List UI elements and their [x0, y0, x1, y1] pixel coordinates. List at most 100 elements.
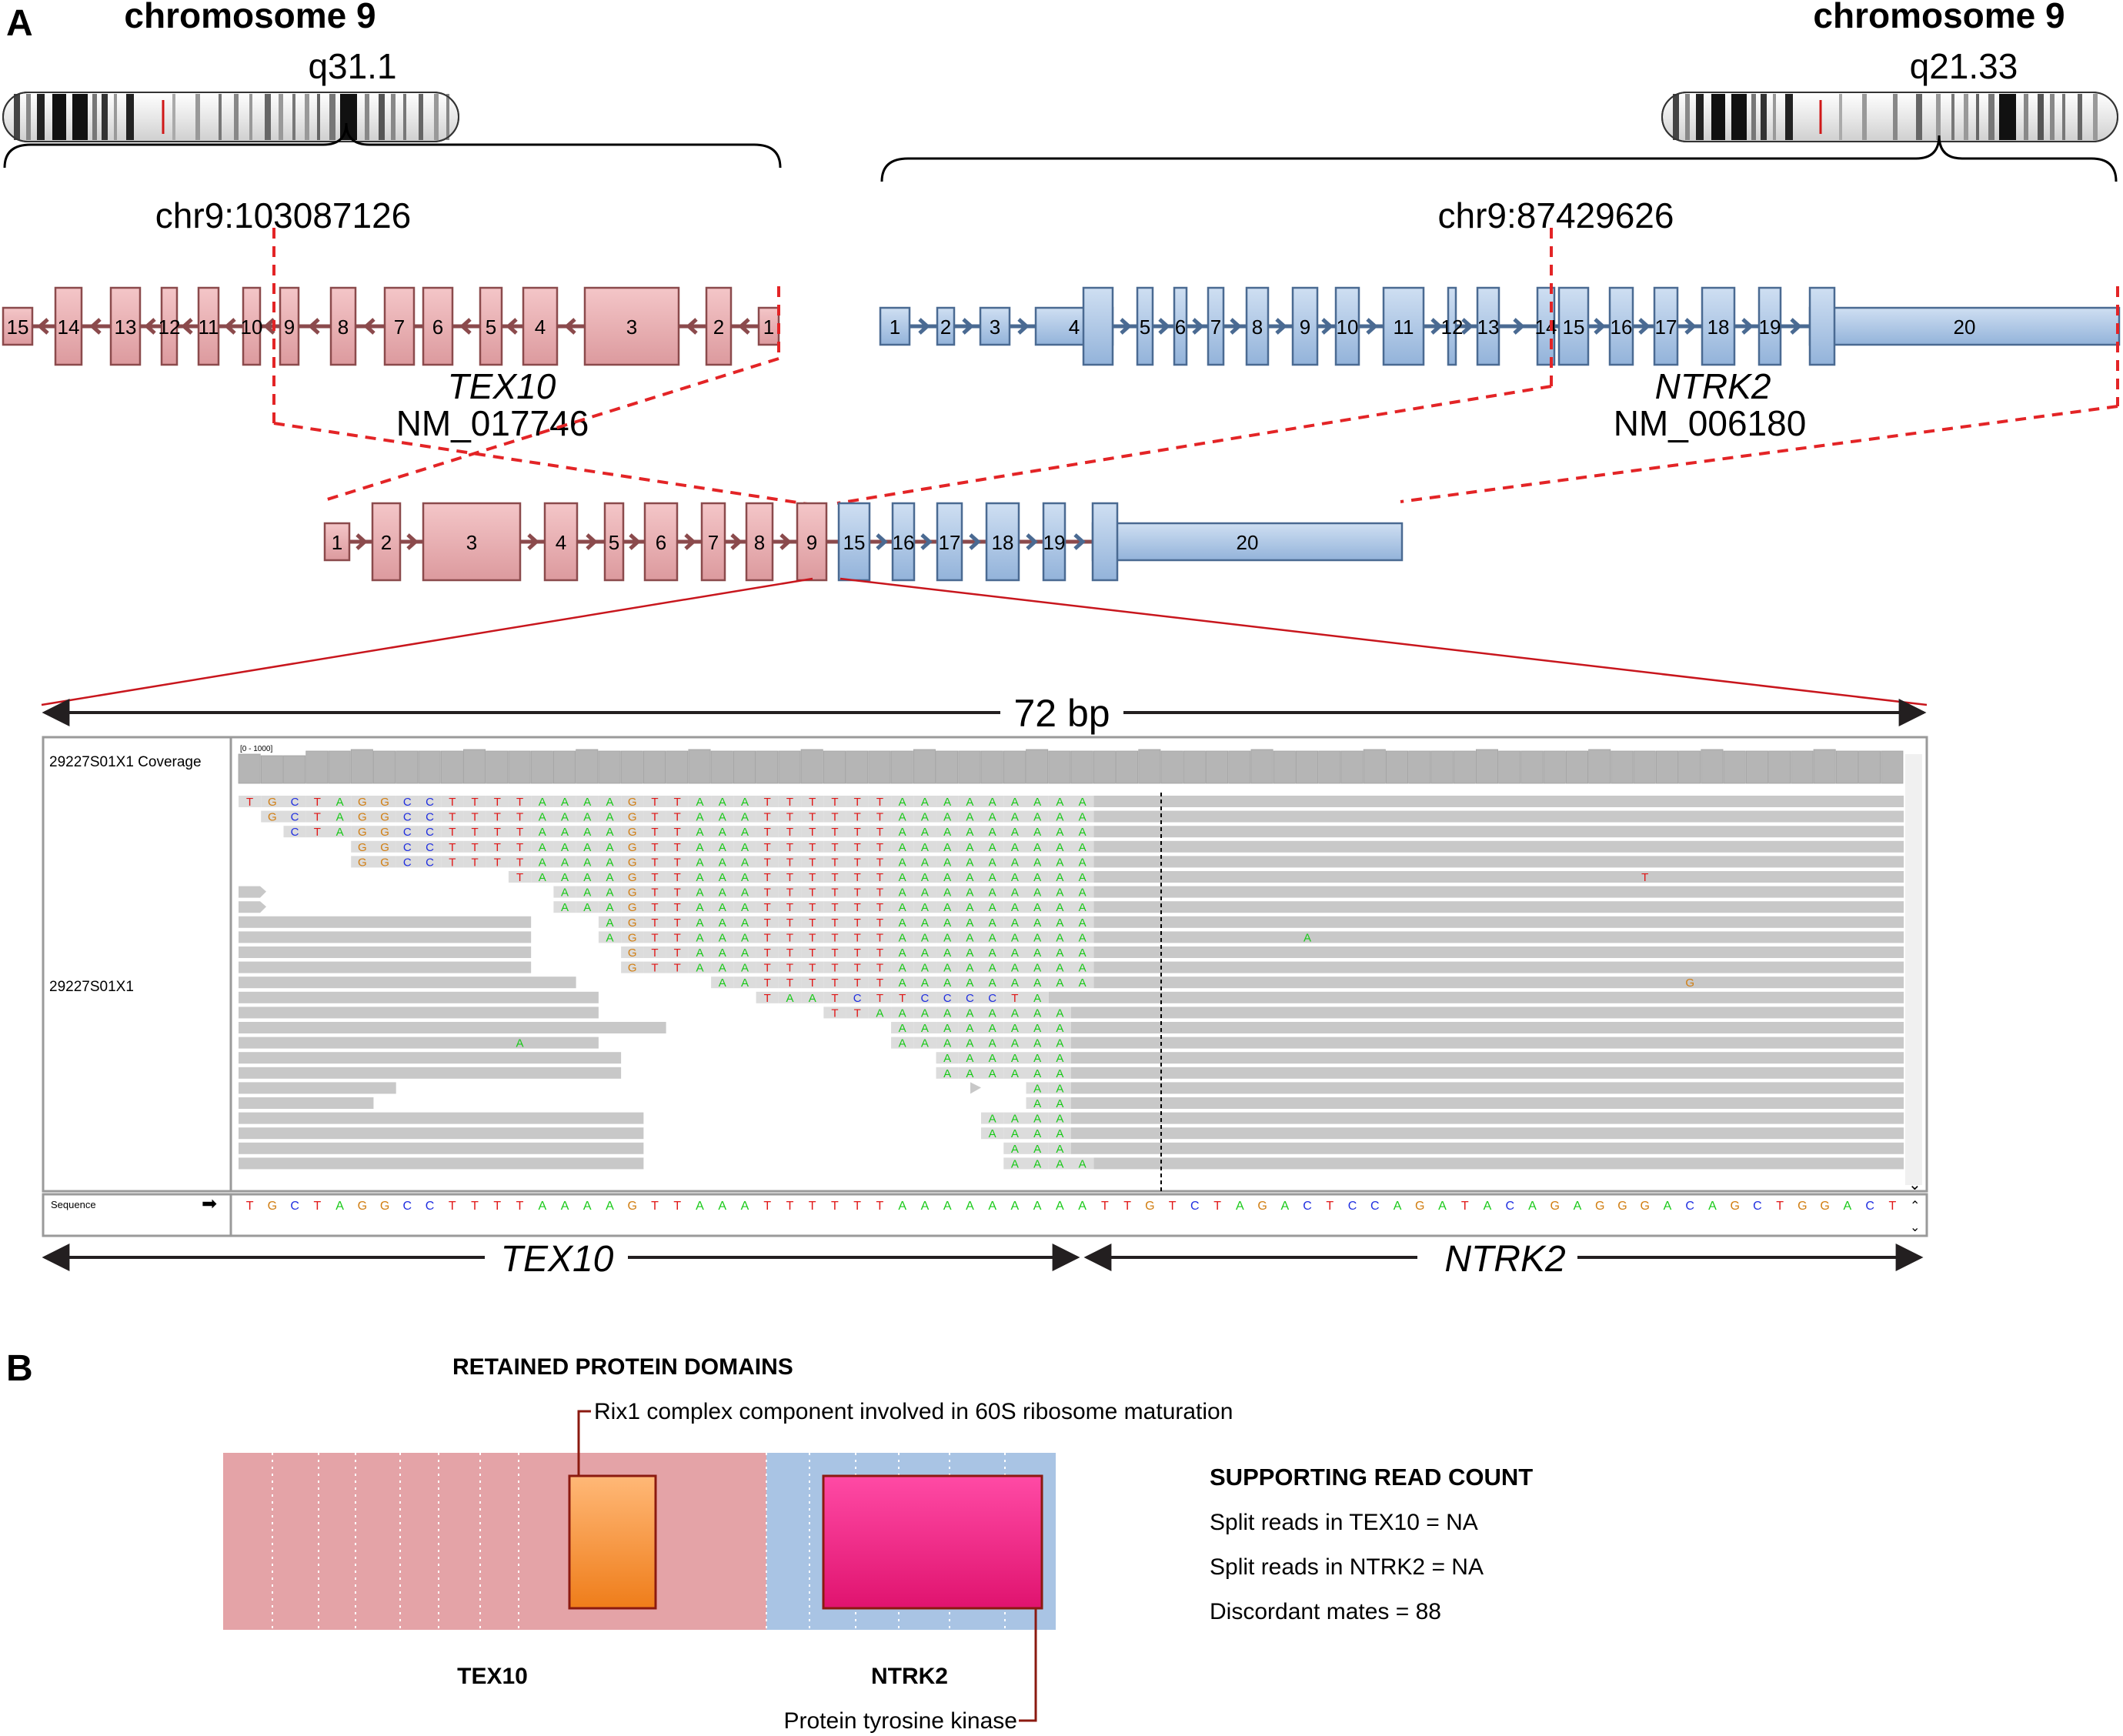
soft-clip-base: G [380, 826, 389, 839]
reference-base: T [1776, 1200, 1784, 1213]
seq-scroll-up-icon[interactable]: ⌃ [1910, 1200, 1920, 1213]
soft-clip-base: A [741, 811, 749, 824]
soft-clip-base: T [809, 931, 816, 944]
rix1-domain-box [568, 1474, 657, 1610]
soft-clip-base: A [899, 796, 906, 809]
left-chromosome-ideogram [2, 92, 459, 142]
soft-clip-cell [936, 1067, 959, 1079]
soft-clip-cell [688, 901, 712, 913]
soft-clip-cell [418, 796, 442, 807]
soft-clip-base: T [876, 992, 883, 1005]
ntrk2-exon-label: 3 [990, 315, 1000, 339]
soft-clip-cell [936, 796, 959, 807]
soft-clip-base: A [336, 811, 344, 824]
soft-clip-base: A [1033, 856, 1041, 869]
soft-clip-cell [981, 1127, 1004, 1140]
ntrk2-exon [1173, 286, 1188, 366]
coverage-track [238, 749, 1904, 784]
reference-base: G [1595, 1200, 1604, 1213]
soft-clip-base: T [471, 841, 478, 854]
soft-clip-cell [846, 976, 869, 989]
coverage-bar [800, 749, 823, 784]
soft-clip-cell [508, 840, 532, 853]
tex10-exon-label: 13 [115, 315, 137, 339]
soft-clip-base: A [1011, 1113, 1019, 1126]
strand-chevron-icon [263, 318, 275, 335]
reference-base: A [583, 1200, 592, 1213]
soft-clip-base: A [989, 811, 996, 824]
coverage-bar [1296, 750, 1319, 784]
soft-clip-cell [1048, 1142, 1071, 1154]
reference-base: T [1101, 1200, 1109, 1213]
fusion-tex10-exon [323, 522, 351, 562]
soft-clip-cell [981, 826, 1004, 838]
soft-clip-base: T [854, 841, 861, 854]
soft-clip-base: A [1056, 1143, 1063, 1156]
reference-base: G [1640, 1200, 1649, 1213]
soft-clip-cell [913, 916, 936, 928]
soft-clip-base: A [1056, 811, 1063, 824]
soft-clip-cell [396, 826, 419, 838]
soft-clip-cell [1026, 1067, 1049, 1079]
soft-clip-cell [936, 1007, 959, 1019]
soft-clip-base: T [494, 796, 501, 809]
soft-clip-cell [621, 946, 644, 958]
soft-clip-cell [666, 916, 689, 928]
soft-clip-cell [688, 826, 712, 838]
soft-clip-base: T [516, 841, 523, 854]
soft-clip-cell [958, 810, 982, 823]
soft-clip-cell [913, 901, 936, 913]
read-aligned-segment [1093, 901, 1904, 913]
soft-clip-base: T [809, 886, 816, 900]
coverage-bar [643, 750, 666, 784]
soft-clip-base: A [899, 946, 906, 960]
read-mate-segment [239, 976, 576, 989]
chromosome-band [265, 94, 271, 140]
soft-clip-base: A [989, 886, 996, 900]
strand-arrow-icon[interactable]: ➡ [202, 1194, 217, 1214]
soft-clip-base: A [921, 946, 929, 960]
soft-clip-cell [823, 856, 846, 868]
soft-clip-base: T [449, 796, 456, 809]
soft-clip-cell [1048, 976, 1071, 989]
soft-clip-base: A [719, 856, 726, 869]
soft-clip-cell [868, 826, 892, 838]
soft-clip-cell [621, 961, 644, 973]
soft-clip-cell [891, 871, 914, 883]
soft-clip-base: A [741, 931, 749, 944]
soft-clip-base: A [1011, 1143, 1019, 1156]
chromosome-band [365, 94, 369, 140]
chromosome-band [279, 94, 283, 140]
strand-chevron-icon [144, 318, 156, 335]
strand-chevron-icon [181, 318, 193, 335]
ntrk2-exon-label: 20 [1954, 315, 1976, 339]
soft-clip-cell [486, 826, 509, 838]
coverage-bar [396, 750, 419, 784]
soft-clip-base: A [1033, 1007, 1041, 1020]
soft-clip-base: A [943, 1037, 951, 1050]
seq-scroll-down-icon[interactable]: ⌄ [1910, 1221, 1920, 1234]
soft-clip-cell [958, 1037, 982, 1049]
soft-clip-base: T [786, 931, 793, 944]
coverage-bar [1250, 749, 1273, 784]
soft-clip-cell [1071, 931, 1094, 943]
soft-clip-base: A [741, 856, 749, 869]
soft-clip-cell [958, 1052, 982, 1064]
soft-clip-cell [958, 856, 982, 868]
soft-clip-cell [823, 961, 846, 973]
soft-clip-base: A [696, 871, 703, 884]
soft-clip-cell [846, 810, 869, 823]
tex10-protein-label: TEX10 [457, 1664, 528, 1689]
igv-scroll-down-icon[interactable]: ⌄ [1908, 1177, 1921, 1194]
soft-clip-base: T [764, 871, 771, 884]
soft-clip-cell [261, 810, 284, 823]
soft-clip-cell [1026, 1157, 1049, 1170]
soft-clip-base: T [651, 931, 658, 944]
soft-clip-cell [351, 856, 374, 868]
chromosome-band [1751, 94, 1756, 140]
soft-clip-cell [1071, 871, 1094, 883]
soft-clip-cell [508, 810, 532, 823]
soft-clip-base: T [651, 796, 658, 809]
soft-clip-cell [823, 976, 846, 989]
igv-scrollbar[interactable] [1905, 754, 1922, 1185]
